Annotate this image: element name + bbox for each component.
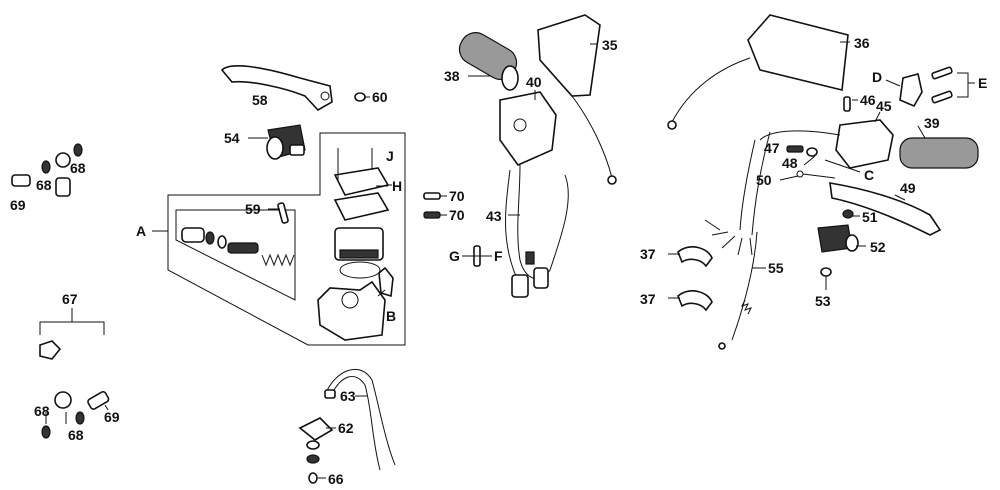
callout-48: 48	[782, 155, 798, 171]
callout-B: B	[386, 308, 396, 324]
callout-70b: 70	[449, 207, 465, 223]
callout-47: 47	[764, 140, 780, 156]
brake-hose-assembly	[11, 143, 111, 439]
cable-63	[324, 368, 396, 471]
left-mirror	[537, 14, 617, 185]
nut-60	[354, 92, 366, 102]
front-stop-switch	[266, 124, 306, 160]
callout-55: 55	[768, 260, 784, 276]
rear-stop-switch-52	[817, 224, 859, 253]
callout-70a: 70	[449, 188, 465, 204]
clip-G-F	[468, 245, 486, 267]
callout-37a: 37	[640, 246, 656, 262]
bolts-70	[423, 192, 441, 219]
callout-F: F	[494, 248, 503, 264]
callout-38: 38	[444, 68, 460, 84]
washer-53	[820, 267, 832, 277]
callout-68b: 68	[70, 160, 86, 176]
screw-46	[843, 96, 851, 112]
callout-H: H	[392, 178, 402, 194]
callout-66: 66	[328, 471, 344, 487]
right-grip	[899, 137, 979, 169]
clamps-37	[677, 246, 713, 312]
leader-lines	[104, 41, 926, 479]
callout-45: 45	[876, 98, 892, 114]
callout-68c: 68	[34, 403, 50, 419]
screw-59	[277, 202, 289, 224]
right-lever-49	[829, 182, 942, 236]
throttle-cable-55	[718, 231, 758, 350]
callout-J: J	[386, 148, 394, 164]
callout-C: C	[864, 167, 874, 183]
callout-54: 54	[224, 130, 240, 146]
callout-68d: 68	[68, 427, 84, 443]
callout-60: 60	[372, 89, 388, 105]
callout-G: G	[449, 248, 460, 264]
holder-D	[899, 73, 923, 108]
callout-69b: 69	[104, 409, 120, 425]
screws-E	[931, 66, 975, 104]
parts-47-48-50	[786, 145, 836, 179]
callout-53: 53	[815, 293, 831, 309]
parts-66	[306, 440, 320, 484]
callout-62: 62	[338, 420, 354, 436]
callout-50: 50	[756, 172, 772, 188]
callout-37b: 37	[640, 291, 656, 307]
front-brake-lever	[220, 65, 333, 112]
callout-67: 67	[62, 291, 78, 307]
callout-labels: 35 36 38 40 58 60 54 J H 59 A B 70 70 43…	[10, 35, 987, 487]
left-handlebar-switch	[499, 91, 569, 298]
callout-35: 35	[602, 37, 618, 53]
bracket-62	[298, 417, 334, 441]
callout-40: 40	[526, 74, 542, 90]
callout-68a: 68	[36, 177, 52, 193]
callout-43: 43	[486, 208, 502, 224]
callout-D: D	[872, 69, 882, 85]
nut-51	[842, 209, 854, 219]
left-grip	[458, 32, 519, 91]
callout-49: 49	[900, 180, 916, 196]
callout-A: A	[136, 223, 146, 239]
callout-39: 39	[924, 115, 940, 131]
callout-51: 51	[862, 209, 878, 225]
callout-36: 36	[854, 35, 870, 51]
callout-46: 46	[860, 92, 876, 108]
callout-52: 52	[870, 239, 886, 255]
callout-E: E	[978, 75, 987, 91]
callout-63: 63	[340, 388, 356, 404]
callout-69a: 69	[10, 197, 26, 213]
callout-59: 59	[245, 201, 261, 217]
callout-58: 58	[252, 92, 268, 108]
right-handlebar-switch-throttle	[704, 119, 894, 256]
right-mirror	[667, 14, 849, 130]
master-cylinder-group	[152, 132, 406, 346]
